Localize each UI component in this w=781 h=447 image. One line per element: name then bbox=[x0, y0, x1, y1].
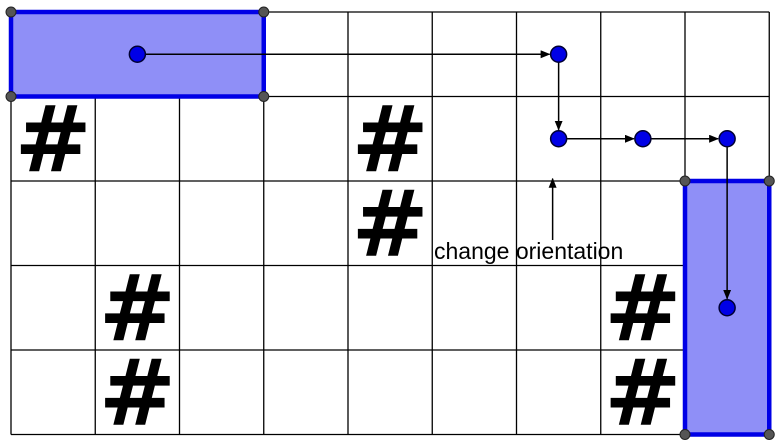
path-point bbox=[128, 45, 147, 63]
path-point bbox=[718, 130, 736, 148]
block-corner-point bbox=[679, 175, 691, 187]
path-arrows bbox=[145, 50, 732, 300]
wall-hash-icon: # bbox=[15, 86, 92, 193]
wall-hash-icon: # bbox=[99, 255, 176, 362]
wall-hash-icon: # bbox=[604, 255, 681, 362]
block-corner-point bbox=[5, 91, 17, 102]
wall-hash-icon: # bbox=[352, 170, 429, 277]
block-corner-point bbox=[679, 429, 691, 440]
annotation: change orientation bbox=[434, 177, 623, 264]
path-points bbox=[128, 45, 736, 317]
grid bbox=[10, 11, 770, 436]
path-point bbox=[634, 130, 652, 148]
annotation-label: change orientation bbox=[434, 238, 623, 264]
walls: ####### bbox=[15, 86, 682, 447]
block-corner-point bbox=[5, 6, 17, 18]
block-corner-point bbox=[258, 6, 270, 18]
path-point bbox=[718, 299, 736, 317]
wall-hash-icon: # bbox=[604, 339, 681, 446]
path-point bbox=[549, 45, 568, 63]
block-corner-point bbox=[258, 91, 270, 102]
wall-hash-icon: # bbox=[352, 86, 429, 193]
block-corner-point bbox=[763, 429, 775, 440]
wall-hash-icon: # bbox=[99, 339, 176, 446]
path-point bbox=[549, 130, 568, 148]
block-corner-point bbox=[763, 175, 775, 187]
